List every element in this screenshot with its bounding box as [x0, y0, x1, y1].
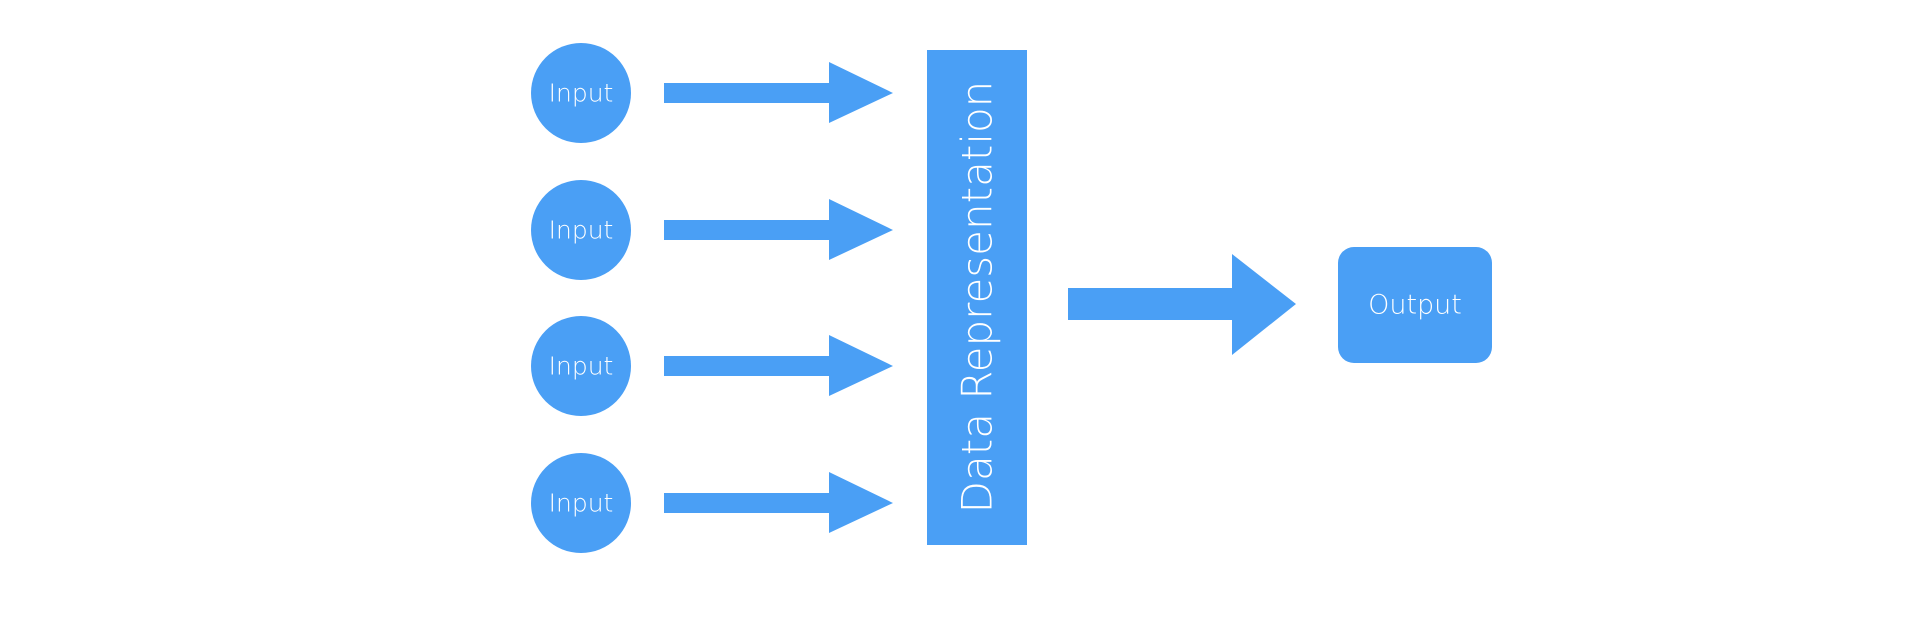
input-arrow-2: [664, 199, 893, 260]
input-node-1: Input: [531, 43, 631, 143]
input-node-circle: [531, 316, 631, 416]
input-arrow-4: [664, 472, 893, 533]
input-node-4: Input: [531, 453, 631, 553]
input-node-circle: [531, 180, 631, 280]
input-node-label: Input: [549, 79, 614, 108]
input-node-label: Input: [549, 216, 614, 245]
output-arrow: [1068, 254, 1296, 355]
input-node-label: Input: [549, 352, 614, 381]
output-box: [1338, 247, 1492, 363]
input-node-circle: [531, 43, 631, 143]
data-representation-label: Data Representation: [953, 81, 1002, 514]
input-node-2: Input: [531, 180, 631, 280]
input-arrow-3: [664, 335, 893, 396]
input-node-label: Input: [549, 489, 614, 518]
input-node-circle: [531, 453, 631, 553]
data-representation-bar: [927, 50, 1027, 545]
data-representation-block: Data Representation: [927, 50, 1027, 545]
input-arrow-1: [664, 62, 893, 123]
output-label: Output: [1368, 290, 1462, 321]
input-node-3: Input: [531, 316, 631, 416]
output-node: Output: [1338, 247, 1492, 363]
